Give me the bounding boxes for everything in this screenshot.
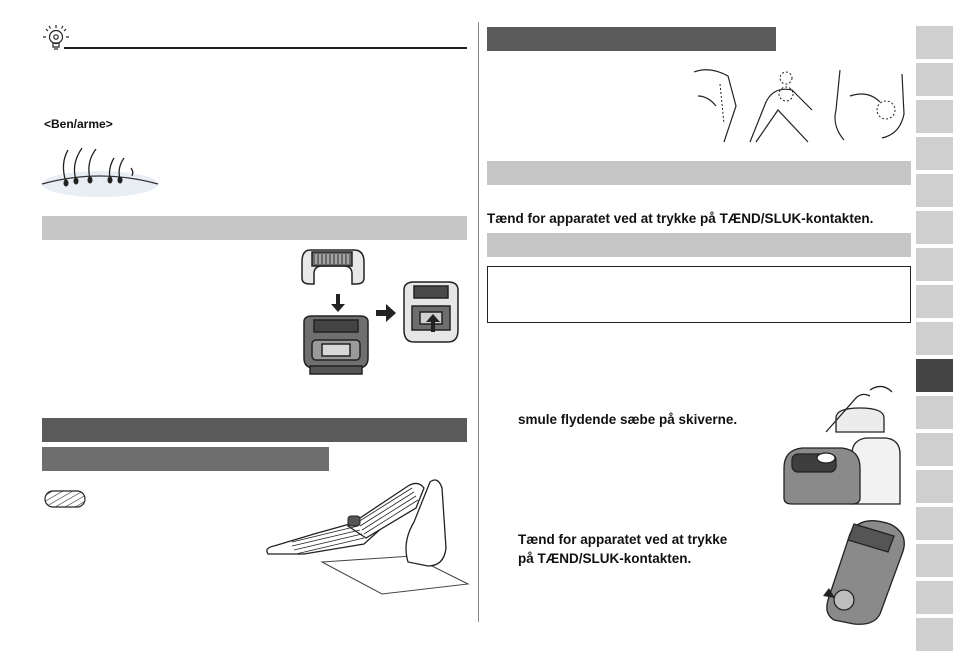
section-bar-wet: [487, 233, 911, 257]
section-bar-usage: [42, 418, 467, 442]
side-tab[interactable]: [916, 100, 953, 133]
section-bar-prep: [487, 161, 911, 185]
hair-illustration: [41, 147, 159, 197]
tip-divider: [64, 47, 467, 49]
side-tab-active[interactable]: [916, 359, 953, 392]
side-tab[interactable]: [916, 581, 953, 614]
side-tab[interactable]: [916, 618, 953, 651]
side-tab[interactable]: [916, 26, 953, 59]
column-divider: [478, 22, 479, 622]
attachment-illustration: [301, 249, 459, 375]
side-tab[interactable]: [916, 211, 953, 244]
note-box: [487, 266, 911, 323]
step-power-text-line2: på TÆND/SLUK-kontakten.: [518, 551, 692, 566]
side-tab[interactable]: [916, 396, 953, 429]
side-tab[interactable]: [916, 507, 953, 540]
section-bar-attachment: [42, 216, 467, 240]
step-soap-text: smule flydende sæbe på skiverne.: [518, 412, 738, 427]
side-tab[interactable]: [916, 248, 953, 281]
side-tab[interactable]: [916, 285, 953, 318]
body-areas-illustration: [693, 69, 905, 143]
side-tab[interactable]: [916, 433, 953, 466]
side-tab[interactable]: [916, 63, 953, 96]
legs-arms-label: <Ben/arme>: [44, 117, 113, 131]
power-switch-illustration: [812, 520, 905, 625]
side-tab[interactable]: [916, 174, 953, 207]
lightbulb-icon: [43, 25, 69, 50]
legs-illustration: [266, 479, 470, 595]
section-bar-areas: [487, 27, 776, 51]
subsection-bar-usage: [42, 447, 329, 471]
step-power-text-line1: Tænd for apparatet ved at trykke: [518, 532, 728, 547]
soap-illustration: [783, 385, 901, 505]
power-on-instruction: Tænd for apparatet ved at trykke på TÆND…: [487, 211, 874, 226]
side-tab[interactable]: [916, 544, 953, 577]
hatched-ellipse-icon: [44, 490, 86, 508]
side-tab[interactable]: [916, 322, 953, 355]
side-tab[interactable]: [916, 470, 953, 503]
side-tab[interactable]: [916, 137, 953, 170]
